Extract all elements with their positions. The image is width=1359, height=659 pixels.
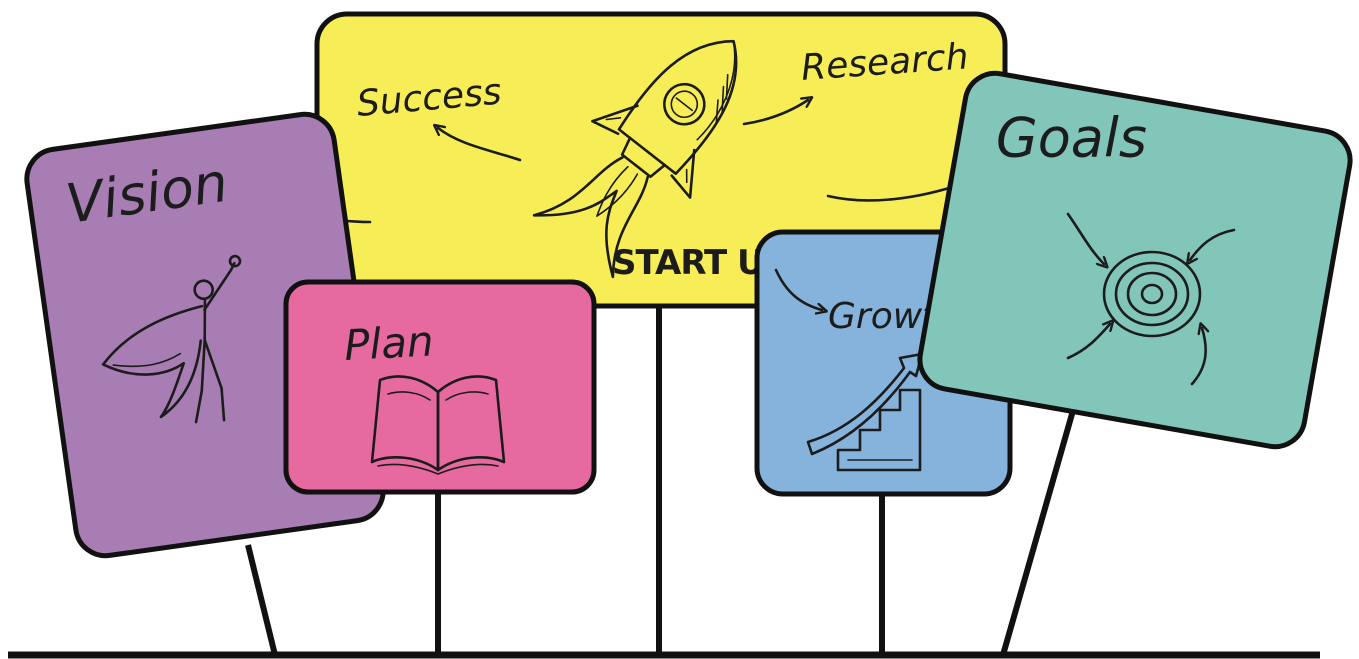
arrow-to-growth <box>774 268 822 310</box>
arrow-to-research <box>742 100 808 126</box>
open-book-icon <box>370 375 506 475</box>
goals-board <box>917 70 1353 450</box>
plan-label: Plan <box>343 316 435 370</box>
superhero-icon <box>101 254 242 424</box>
rocket-icon <box>532 39 738 279</box>
target-icon <box>1066 212 1236 386</box>
arrow-to-success <box>438 128 522 162</box>
plan-board <box>283 279 597 495</box>
goals-sign: Goals <box>917 70 1353 450</box>
goals-label: Goals <box>996 106 1147 169</box>
plan-sign: Plan <box>283 279 597 495</box>
sign-posts <box>245 300 1079 656</box>
